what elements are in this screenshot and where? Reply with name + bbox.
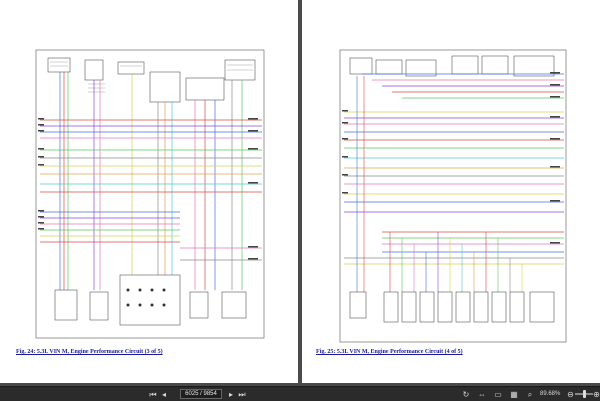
- prev-page-icon[interactable]: ◂: [161, 390, 166, 399]
- fit-page-icon[interactable]: ▭: [494, 390, 502, 399]
- zoom-slider-handle[interactable]: [582, 390, 586, 398]
- figure-caption: Fig. 25: 5.3L VIN M, Engine Performance …: [316, 349, 463, 355]
- zoom-in-icon[interactable]: ⊕: [593, 390, 600, 399]
- zoom-level: 89.68%: [540, 391, 561, 397]
- rotate-icon[interactable]: ↻: [462, 390, 470, 399]
- document-viewport[interactable]: Fig. 24: 5.3L VIN M, Engine Performance …: [0, 0, 600, 386]
- last-page-icon[interactable]: ⏭: [238, 390, 246, 399]
- thumbnails-icon[interactable]: ▦: [510, 390, 518, 399]
- zoom-icon[interactable]: ⌕: [527, 390, 533, 399]
- viewer-toolbar: ⏮ ◂ 6025 / 9854 ▸ ⏭ ↻ ⇔ ▭ ▦ ⌕ 89.68% ⊖ ⊕: [0, 386, 600, 401]
- page-left: Fig. 24: 5.3L VIN M, Engine Performance …: [0, 0, 298, 383]
- first-page-icon[interactable]: ⏮: [149, 390, 157, 399]
- page-number-input[interactable]: 6025 / 9854: [180, 389, 222, 399]
- next-page-icon[interactable]: ▸: [228, 390, 233, 399]
- figure-caption: Fig. 24: 5.3L VIN M, Engine Performance …: [16, 349, 163, 355]
- fit-width-icon[interactable]: ⇔: [478, 390, 486, 399]
- wiring-diagram-right: [339, 49, 567, 343]
- zoom-out-icon[interactable]: ⊖: [567, 390, 574, 399]
- wiring-diagram-left: [35, 49, 265, 339]
- page-right: Fig. 25: 5.3L VIN M, Engine Performance …: [302, 0, 600, 383]
